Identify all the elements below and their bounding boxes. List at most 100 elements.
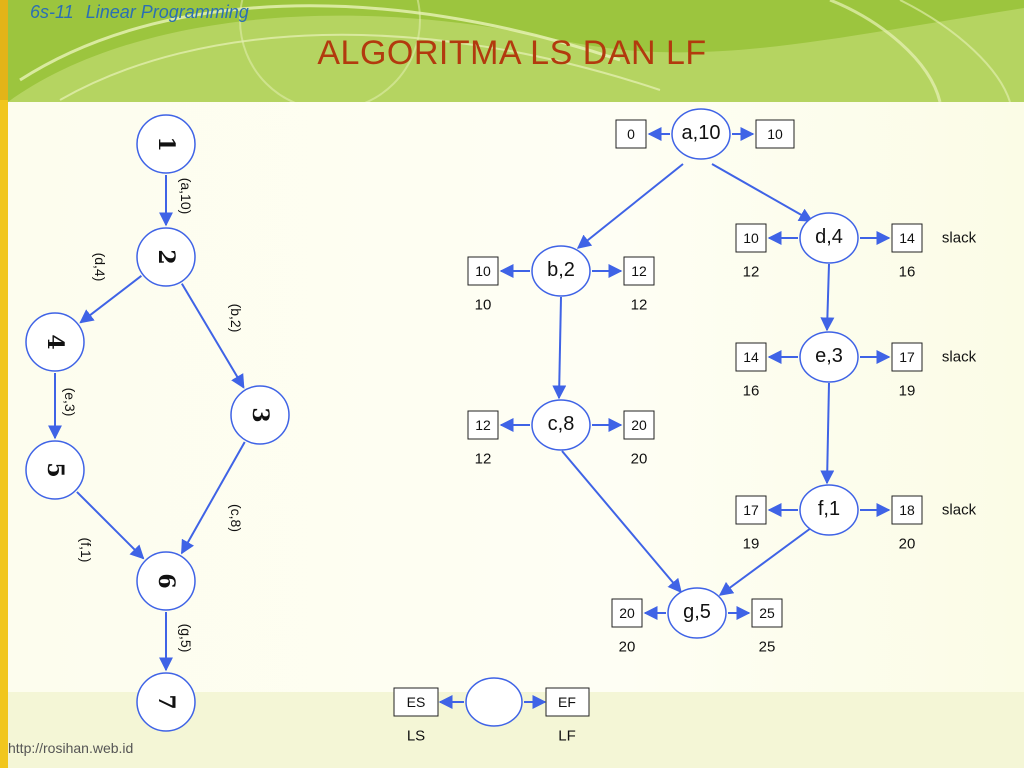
course-name: Linear Programming [85, 2, 249, 22]
left-edge-2-3 [180, 283, 245, 389]
left-edge-label-4-5: (e,3) [62, 388, 78, 417]
activity-node-e [799, 331, 859, 383]
left-node-4 [25, 312, 85, 372]
activity-b-lf: 12 [631, 297, 648, 314]
left-node-label-2: 2 [153, 249, 179, 264]
legend-es: ES [407, 694, 426, 710]
activity-node-label-c: c,8 [548, 413, 575, 435]
activity-f-slack: slack [942, 502, 977, 519]
activity-link-a-b [576, 163, 684, 249]
left-edge-3-6 [180, 441, 246, 555]
left-edge-label-3-6: (c,8) [228, 504, 244, 532]
activity-g-ef: 25 [759, 605, 775, 621]
slide-header: 6s-11 Linear Programming [30, 2, 261, 23]
activity-c-lf: 20 [631, 451, 648, 468]
activity-g-ls: 20 [619, 639, 636, 656]
activity-link-b-c [552, 296, 567, 400]
legend-ef: EF [558, 694, 576, 710]
activity-d-ls: 12 [743, 264, 760, 281]
activity-g-ef-box [751, 598, 783, 628]
activity-e-slack: slack [942, 349, 977, 366]
activity-node-b [531, 245, 591, 297]
activity-c-ef: 20 [631, 417, 647, 433]
activity-f-lf: 20 [899, 536, 916, 553]
activity-c-es-box [467, 410, 499, 440]
left-edge-label-1-2: (a,10) [178, 178, 194, 215]
activity-node-a [671, 108, 731, 160]
left-node-7 [136, 672, 196, 732]
activity-d-es: 10 [743, 230, 759, 246]
header-decoration [0, 0, 1024, 102]
activity-link-c-g [561, 450, 682, 594]
activity-node-f [799, 484, 859, 536]
activity-g-es: 20 [619, 605, 635, 621]
left-node-5 [25, 440, 85, 500]
left-edge-5-6 [76, 491, 145, 560]
activity-e-ef-box [891, 342, 923, 372]
activity-f-ef-box [891, 495, 923, 525]
activity-node-d [799, 212, 859, 264]
activity-node-label-b: b,2 [547, 259, 575, 281]
legend-ls: LS [407, 728, 425, 745]
legend-ef-box [545, 687, 590, 717]
left-edge-label-2-3: (b,2) [228, 304, 244, 333]
activity-a-es: 0 [627, 126, 635, 142]
left-node-6 [136, 551, 196, 611]
legend: ES EF LS LF [393, 677, 590, 745]
legend-lf: LF [558, 728, 576, 745]
activity-c-es: 12 [475, 417, 491, 433]
activity-d-slack: slack [942, 230, 977, 247]
activity-link-f-g [718, 527, 812, 596]
activity-f-ef: 18 [899, 502, 915, 518]
activity-a-ef-box [755, 119, 795, 149]
activity-e-lf: 19 [899, 383, 916, 400]
activity-b-es-box [467, 256, 499, 286]
activity-e-ef: 17 [899, 349, 915, 365]
left-node-label-4: 4 [42, 334, 68, 349]
activity-link-a-d [711, 163, 814, 222]
activity-d-es-box [735, 223, 767, 253]
left-network: (a,10) (d,4) (b,2) (e,3) (c,8) (f,1) (g,5) 1 2 3 4… [25, 114, 290, 732]
activity-e-es-box [735, 342, 767, 372]
activity-node-label-a: a,10 [682, 122, 721, 144]
activity-c-ls: 12 [475, 451, 492, 468]
activity-node-label-e: e,3 [815, 345, 843, 367]
activity-node-label-f: f,1 [818, 498, 840, 520]
activity-e-es: 14 [743, 349, 759, 365]
left-accent-bar [0, 0, 8, 768]
slide-number: 6s-11 [30, 2, 74, 22]
activity-link-d-e [820, 263, 835, 332]
left-edge-label-6-7: (g,5) [178, 624, 194, 653]
activity-d-ef: 14 [899, 230, 915, 246]
activity-f-es: 17 [743, 502, 759, 518]
left-node-2 [136, 227, 196, 287]
left-node-label-6: 6 [153, 573, 179, 588]
footer-url: http://rosihan.web.id [8, 740, 134, 756]
activity-a-es-box [615, 119, 647, 149]
left-edge-label-5-6: (f,1) [78, 538, 94, 563]
activity-d-lf: 16 [899, 264, 916, 281]
left-node-1 [136, 114, 196, 174]
activity-node-label-g: g,5 [683, 601, 711, 623]
activity-f-ls: 19 [743, 536, 760, 553]
activity-link-e-f [820, 382, 835, 485]
activity-node-label-d: d,4 [815, 226, 843, 248]
left-edge-2-4 [79, 275, 142, 324]
left-node-label-1: 1 [153, 136, 179, 151]
left-node-label-5: 5 [42, 462, 68, 477]
activity-node-g [667, 587, 727, 639]
activity-d-ef-box [891, 223, 923, 253]
activity-e-ls: 16 [743, 383, 760, 400]
activity-a-ef: 10 [767, 126, 783, 142]
left-node-label-7: 7 [153, 694, 179, 709]
legend-es-box [393, 687, 439, 717]
activity-b-ef: 12 [631, 263, 647, 279]
activity-b-es: 10 [475, 263, 491, 279]
slide-title: ALGORITMA LS DAN LF [317, 34, 707, 72]
left-node-label-3: 3 [247, 407, 273, 422]
left-edge-label-2-4: (d,4) [92, 253, 108, 282]
activity-g-lf: 25 [759, 639, 776, 656]
left-node-3 [230, 385, 290, 445]
